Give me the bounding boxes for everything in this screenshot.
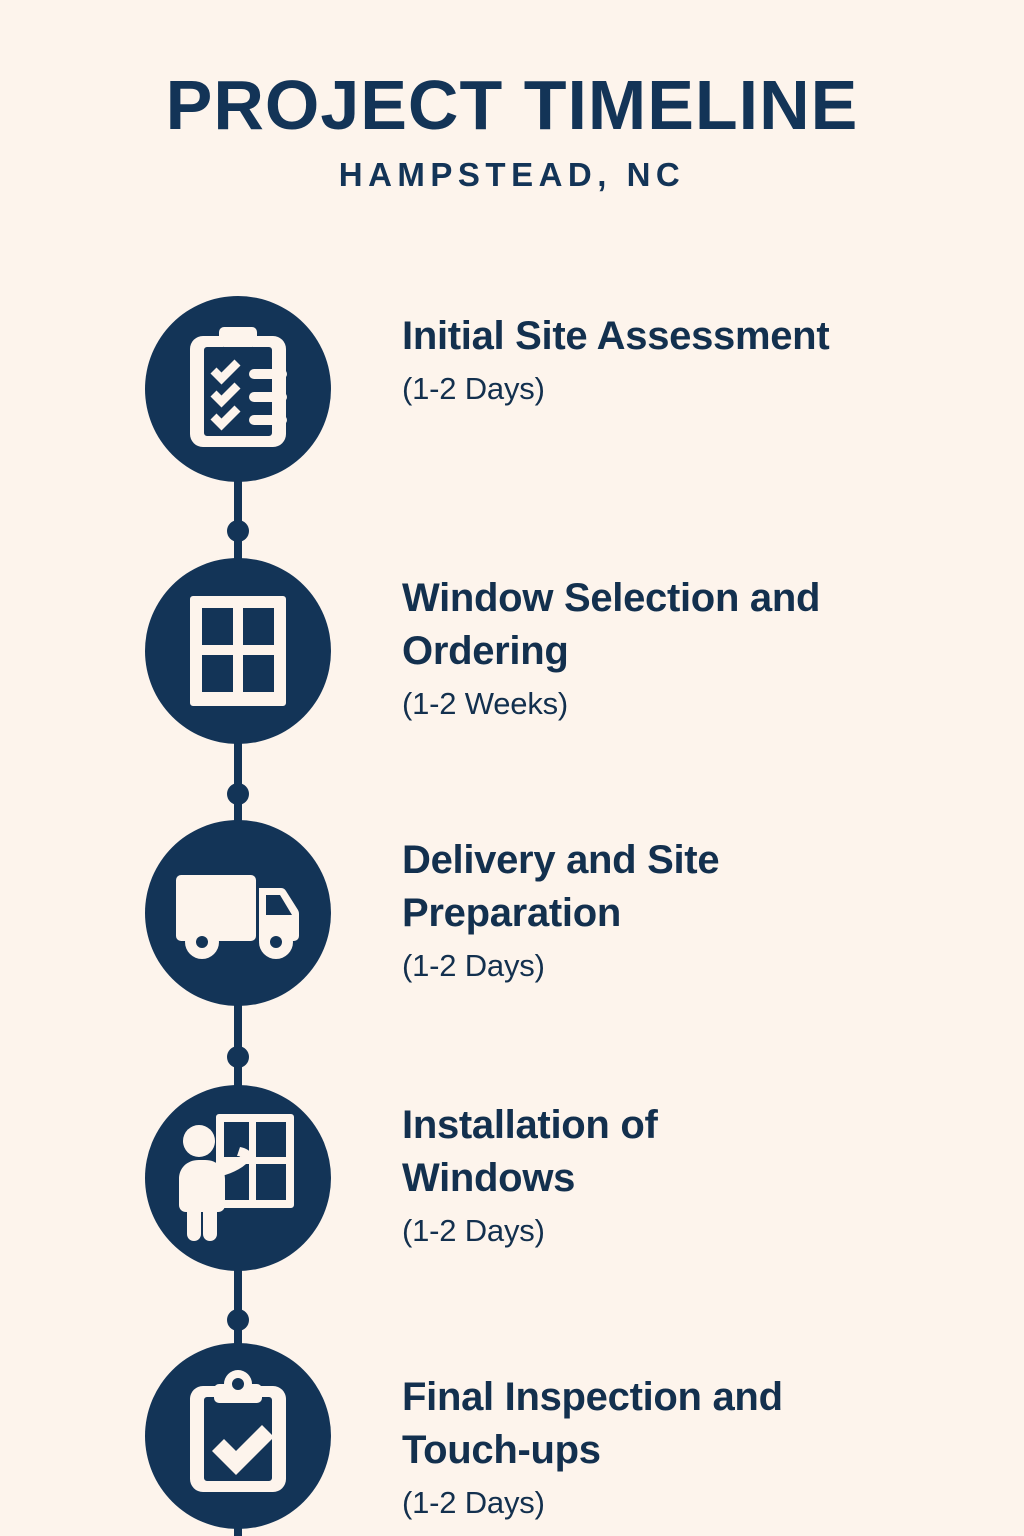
- step-duration: (1-2 Days): [402, 371, 545, 407]
- timeline-step: Window Selection and Ordering (1-2 Weeks…: [0, 558, 1024, 744]
- page-subtitle: HAMPSTEAD, NC: [338, 156, 686, 193]
- worker-installing-window-icon: [179, 1114, 294, 1241]
- timeline-step: Delivery and Site Preparation (1-2 Days): [0, 820, 1024, 1006]
- timeline: Initial Site Assessment (1-2 Days): [0, 296, 1024, 1536]
- timeline-connector-dot: [227, 1309, 249, 1331]
- timeline-step: Final Inspection and Touch-ups (1-2 Days…: [0, 1343, 1024, 1529]
- delivery-truck-icon: [176, 875, 300, 959]
- step-icon-badge: [145, 1343, 331, 1529]
- step-text: Installation of Windows (1-2 Days): [402, 1099, 832, 1252]
- clipboard-checklist-icon: [190, 327, 287, 447]
- step-text: Final Inspection and Touch-ups (1-2 Days…: [402, 1371, 832, 1524]
- step-icon-badge: [145, 1085, 331, 1271]
- step-title: Installation of Windows: [402, 1103, 658, 1201]
- page-title: PROJECT TIMELINE: [165, 66, 859, 144]
- window-pane-icon: [190, 596, 286, 706]
- step-icon-badge: [145, 296, 331, 482]
- step-icon-badge: [145, 820, 331, 1006]
- step-duration: (1-2 Weeks): [402, 686, 569, 722]
- step-text: Window Selection and Ordering (1-2 Weeks…: [402, 572, 832, 725]
- step-text: Delivery and Site Preparation (1-2 Days): [402, 834, 832, 987]
- timeline-connector-dot: [227, 783, 249, 805]
- timeline-connector-dot: [227, 520, 249, 542]
- step-duration: (1-2 Days): [402, 1213, 545, 1249]
- timeline-step: Initial Site Assessment (1-2 Days): [0, 296, 1024, 482]
- step-title: Delivery and Site Preparation: [402, 838, 720, 936]
- step-duration: (1-2 Days): [402, 948, 545, 984]
- clipboard-check-icon: [190, 1370, 286, 1492]
- step-text: Initial Site Assessment (1-2 Days): [402, 310, 832, 409]
- header: PROJECT TIMELINE HAMPSTEAD, NC: [0, 70, 1024, 191]
- step-title: Window Selection and Ordering: [402, 576, 821, 674]
- step-title: Final Inspection and Touch-ups: [402, 1375, 783, 1473]
- step-title: Initial Site Assessment: [402, 314, 830, 358]
- step-duration: (1-2 Days): [402, 1485, 545, 1521]
- timeline-step: Installation of Windows (1-2 Days): [0, 1085, 1024, 1271]
- step-icon-badge: [145, 558, 331, 744]
- timeline-connector-dot: [227, 1046, 249, 1068]
